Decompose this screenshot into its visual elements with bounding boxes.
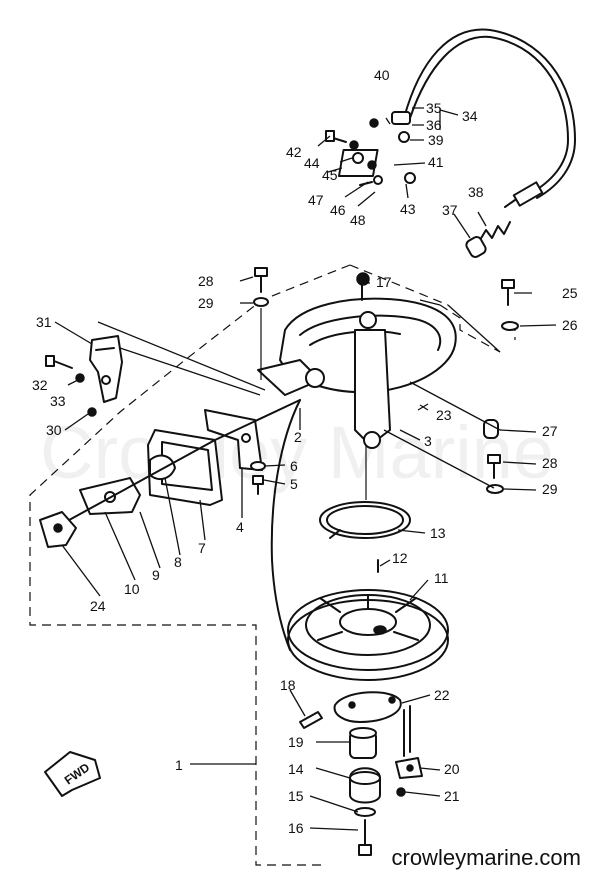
drive-sleeve (349, 727, 377, 759)
callout-4: 4 (236, 519, 244, 535)
drive-pawl (395, 757, 423, 779)
callout-29-right: 29 (542, 481, 558, 497)
callout-26: 26 (562, 317, 578, 333)
callout-46: 46 (330, 202, 346, 218)
callout-41: 41 (428, 154, 444, 170)
callout-21: 21 (444, 788, 460, 804)
callout-28-left: 28 (198, 273, 214, 289)
callout-29-left: 29 (198, 295, 214, 311)
stop-rod (59, 399, 301, 526)
leader-lines (54, 107, 557, 831)
callout-25: 25 (562, 285, 578, 301)
callout-38: 38 (468, 184, 484, 200)
callout-31: 31 (36, 314, 52, 330)
callout-11: 11 (434, 570, 449, 586)
callout-3: 3 (424, 433, 432, 449)
mount-bolt-lower-right (486, 454, 504, 494)
cable-clamp-assembly (325, 111, 416, 186)
drive-bearing (349, 767, 381, 804)
drive-bolt (358, 819, 372, 856)
callout-5: 5 (290, 476, 298, 492)
callout-44: 44 (304, 155, 320, 171)
drive-pawl-plate (333, 691, 402, 723)
callout-45: 45 (322, 167, 338, 183)
callout-27: 27 (542, 423, 558, 439)
rope-pulley (287, 589, 449, 681)
assembly-boundary (29, 264, 516, 866)
drive-spring (403, 705, 411, 757)
callout-42: 42 (286, 144, 302, 160)
callout-34: 34 (462, 108, 478, 124)
callout-24: 24 (90, 598, 106, 614)
callout-39: 39 (428, 132, 444, 148)
callout-35: 35 (426, 100, 442, 116)
callout-7: 7 (198, 540, 206, 556)
callout-36: 36 (426, 117, 442, 133)
callout-15: 15 (288, 788, 304, 804)
callout-1: 1 (175, 757, 183, 773)
cable-spring (465, 221, 511, 258)
thrust-washer (354, 807, 376, 817)
recoil-spring (319, 501, 411, 539)
stop-knob (39, 511, 77, 548)
bracket-bolt (250, 461, 266, 495)
lever-screw (45, 355, 85, 383)
cable-end-fitting (504, 181, 544, 208)
starter-cable-inner (409, 35, 569, 193)
callout-37: 37 (442, 202, 458, 218)
fwd-arrow (44, 751, 101, 797)
callout-47: 47 (308, 192, 324, 208)
starter-lock-lever (87, 335, 123, 417)
callout-6: 6 (290, 458, 298, 474)
callout-18: 18 (280, 677, 296, 693)
callout-33: 33 (50, 393, 66, 409)
callout-19: 19 (288, 734, 304, 750)
callout-9: 9 (152, 567, 160, 583)
callout-8: 8 (174, 554, 182, 570)
callouts: 1 2 3 4 5 6 7 8 9 10 11 12 13 14 15 16 1… (32, 67, 578, 836)
callout-10: 10 (124, 581, 140, 597)
callout-13: 13 (430, 525, 446, 541)
drive-pin (299, 711, 323, 729)
mount-bolt-upper-left (253, 267, 269, 307)
callout-23: 23 (436, 407, 452, 423)
callout-43: 43 (400, 201, 416, 217)
starter-cable (403, 28, 576, 199)
site-url: crowleymarine.com (391, 845, 582, 870)
callout-30: 30 (46, 422, 62, 438)
callout-40: 40 (374, 67, 390, 83)
mount-bolt-upper-right (501, 279, 519, 331)
callout-17: 17 (376, 274, 392, 290)
callout-14: 14 (288, 761, 304, 777)
callout-48: 48 (350, 212, 366, 228)
pawl-washer (396, 787, 406, 797)
callout-22: 22 (434, 687, 450, 703)
starter-rope (270, 399, 301, 651)
callout-32: 32 (32, 377, 48, 393)
callout-2: 2 (294, 429, 302, 445)
callout-20: 20 (444, 761, 460, 777)
callout-16: 16 (288, 820, 304, 836)
callout-28-right: 28 (542, 455, 558, 471)
callout-12: 12 (392, 550, 408, 566)
starter-housing (257, 272, 457, 449)
